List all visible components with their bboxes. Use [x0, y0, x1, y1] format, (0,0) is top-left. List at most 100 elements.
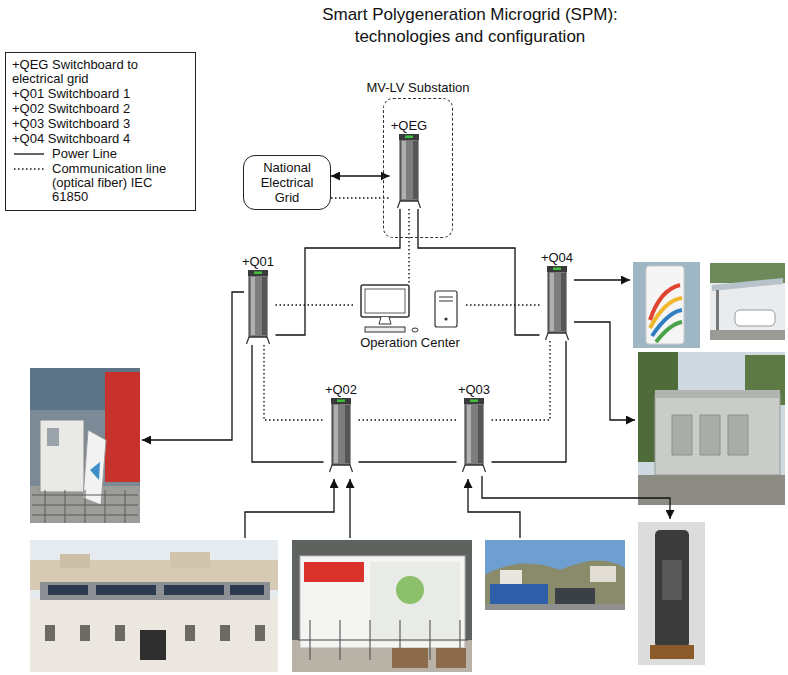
cabinet-base	[398, 201, 421, 208]
roof	[40, 582, 270, 600]
power-line	[252, 345, 324, 462]
line-sample	[14, 168, 44, 169]
cabinet-base	[330, 465, 353, 472]
communication-line	[264, 345, 324, 420]
equipment-arrow	[574, 279, 630, 280]
legend-text: +QEG Switchboard to electrical grid	[12, 58, 189, 86]
communication-line	[492, 341, 551, 420]
communication-line-sample	[12, 162, 48, 176]
status-light	[337, 400, 345, 403]
diagram-title: Smart Polygeneration Microgrid (SPM): te…	[290, 4, 650, 48]
cabinet-highlight	[334, 405, 338, 463]
legend-text: +Q03 Switchboard 3	[12, 117, 189, 131]
power-line	[492, 341, 567, 462]
power-line	[418, 209, 540, 335]
cabinet-body	[465, 403, 483, 465]
equipment-arrow	[142, 292, 244, 440]
fence	[32, 490, 138, 523]
grid-box: National Electrical Grid	[243, 155, 331, 210]
car	[735, 310, 775, 326]
status-light	[470, 400, 478, 403]
legend-text: +Q01 Switchboard 1	[12, 87, 189, 101]
container	[300, 556, 465, 648]
region-heading: MV-LV Substation	[366, 80, 469, 95]
switchboard-label: +Q01	[241, 254, 276, 269]
cabinet-highlight	[402, 141, 406, 199]
background-building	[60, 554, 90, 568]
dark-box	[140, 630, 166, 660]
cabinet-top	[547, 266, 567, 272]
column-panel	[662, 560, 682, 600]
substation-region: +QEGMV-LV Substation	[383, 98, 453, 238]
cabinet-top	[248, 270, 268, 276]
monitor	[361, 285, 409, 317]
road	[485, 604, 625, 610]
photo-ground	[638, 522, 705, 665]
equipment-arrows	[142, 280, 670, 538]
legend-text: +Q04 Switchboard 4	[12, 132, 189, 146]
screen	[365, 289, 405, 313]
communication-line	[359, 419, 457, 420]
blue-container	[490, 584, 548, 606]
legend-item: +Q03 Switchboard 3	[12, 117, 189, 131]
photo-ground	[30, 368, 140, 523]
cabinet-highlight	[251, 277, 255, 335]
switchboard-label: +Q04	[540, 250, 575, 265]
container-graphic	[370, 562, 460, 642]
legend-text: Power Line	[52, 147, 189, 161]
switchboard-label: +Q03	[457, 382, 492, 397]
canopy	[712, 278, 783, 291]
cabinet-shadow	[413, 141, 417, 199]
solar-panels	[96, 585, 156, 595]
switchboard-label: +Q02	[324, 382, 359, 397]
mouse	[412, 328, 418, 332]
car	[555, 588, 595, 604]
computer-tower	[435, 291, 457, 327]
box-label: National Electrical Grid	[249, 160, 325, 205]
cabinet-shadow	[561, 273, 565, 331]
switchboard: +Q01	[241, 254, 276, 345]
background-wall	[292, 540, 472, 672]
cabinet-base	[546, 333, 569, 340]
operation-center-label: Operation Center	[354, 335, 466, 350]
cabinet-body	[400, 139, 418, 201]
solar-panels	[48, 585, 88, 595]
ground	[638, 475, 785, 505]
switchboard-cabinet	[397, 133, 421, 209]
ground	[710, 330, 785, 340]
cabinet-body	[332, 403, 350, 465]
cabinet-top	[331, 398, 351, 404]
cabinet-highlight	[467, 405, 471, 463]
operation-center: Operation Center	[354, 283, 466, 350]
status-light	[405, 136, 413, 139]
column-base	[650, 645, 694, 659]
drive-slots	[439, 297, 453, 301]
charger-column	[646, 266, 684, 344]
red-wall	[105, 372, 140, 482]
communication-line	[331, 197, 390, 198]
keyboard	[365, 327, 405, 332]
cabinet-body	[548, 271, 566, 333]
equipment-arrow	[245, 479, 334, 538]
background-building	[170, 552, 210, 568]
cabinet-top	[464, 398, 484, 404]
cabinet-base	[247, 337, 270, 344]
leaf-graphic	[396, 576, 424, 604]
switchboard-cabinet	[462, 397, 486, 473]
swirl	[650, 285, 680, 320]
computer-icons	[355, 283, 465, 335]
brand-panel	[304, 562, 364, 582]
switchboard-label: +QEG	[390, 118, 429, 133]
hills	[485, 560, 625, 610]
swirl	[656, 322, 682, 342]
legend-item: +QEG Switchboard to electrical grid	[12, 58, 189, 86]
solar-panels	[230, 585, 264, 595]
planter	[436, 648, 466, 668]
sky	[485, 540, 625, 610]
doors	[672, 415, 748, 455]
switchboard-cabinet	[329, 397, 353, 473]
roof-edge	[655, 390, 780, 398]
pillar	[716, 290, 719, 330]
rooftop-photo	[30, 540, 278, 672]
